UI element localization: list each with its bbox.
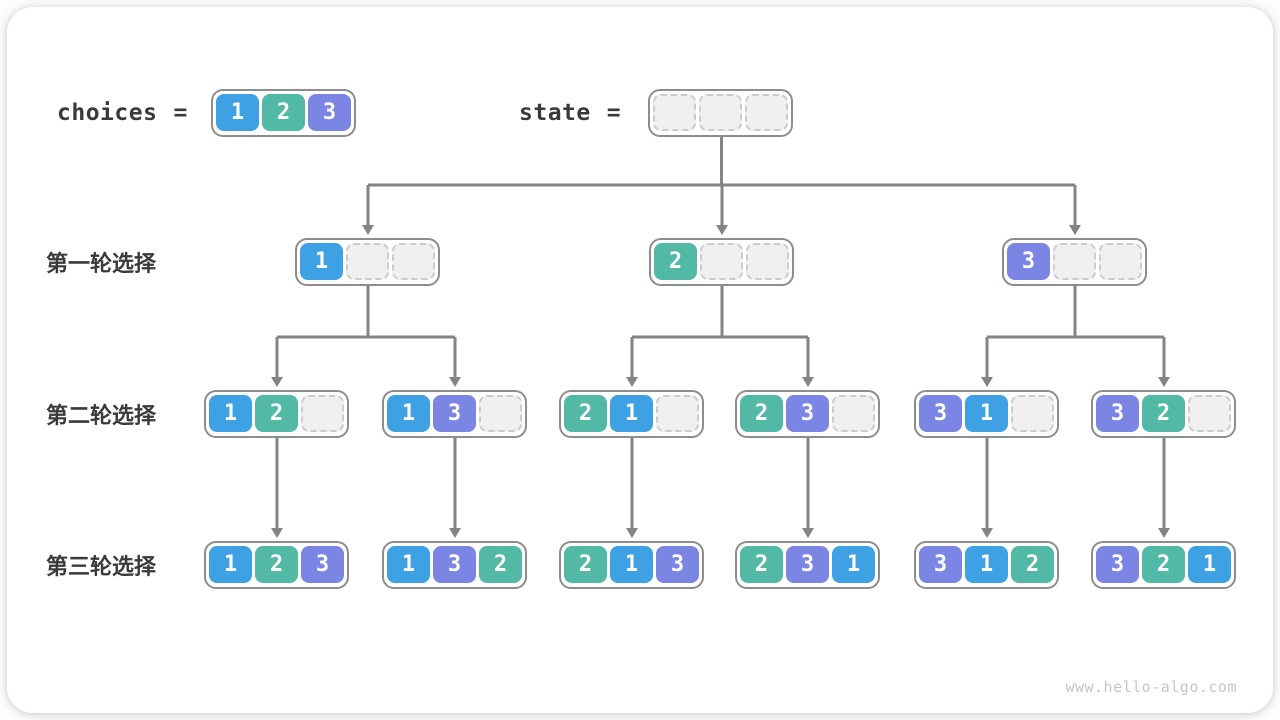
array-cell-2: 2	[479, 546, 522, 583]
array-cell-2: 2	[1011, 546, 1054, 583]
array-cell-empty	[700, 243, 743, 280]
array-cell-1: 1	[216, 94, 259, 131]
array-cell-1: 1	[965, 546, 1008, 583]
state-node-3: 3	[1002, 238, 1147, 286]
array-cell-2: 2	[1142, 546, 1185, 583]
array-cell-empty	[656, 395, 699, 432]
array-cell-empty	[1188, 395, 1231, 432]
array-cell-1: 1	[209, 395, 252, 432]
state-equals-sign: =	[606, 100, 622, 126]
array-cell-empty	[479, 395, 522, 432]
choices-label: choices =	[57, 89, 188, 137]
array-cell-2: 2	[255, 546, 298, 583]
array-cell-empty	[1011, 395, 1054, 432]
array-cell-3: 3	[308, 94, 351, 131]
array-cell-3: 3	[1007, 243, 1050, 280]
array-cell-1: 1	[387, 546, 430, 583]
array-cell-2: 2	[1142, 395, 1185, 432]
array-cell-3: 3	[919, 546, 962, 583]
array-cell-2: 2	[564, 395, 607, 432]
array-cell-2: 2	[262, 94, 305, 131]
array-cell-1: 1	[387, 395, 430, 432]
choices-label-text: choices	[57, 100, 158, 126]
diagram-card	[7, 7, 1273, 713]
state-node-2: 2	[649, 238, 794, 286]
array-cell-3: 3	[301, 546, 344, 583]
array-cell-empty	[746, 243, 789, 280]
round-1-label: 第一轮选择	[46, 251, 157, 276]
state-node-1: 1	[295, 238, 440, 286]
array-cell-1: 1	[1188, 546, 1231, 583]
array-cell-2: 2	[740, 546, 783, 583]
array-cell-1: 1	[965, 395, 1008, 432]
array-cell-1: 1	[610, 546, 653, 583]
array-cell-1: 1	[610, 395, 653, 432]
array-cell-3: 3	[1096, 395, 1139, 432]
array-cell-1: 1	[832, 546, 875, 583]
array-cell-3: 3	[656, 546, 699, 583]
round-2-label: 第二轮选择	[46, 403, 157, 428]
array-cell-1: 1	[300, 243, 343, 280]
choices-equals-sign: =	[173, 100, 188, 126]
array-cell-empty	[745, 94, 788, 131]
array-cell-2: 2	[564, 546, 607, 583]
array-cell-3: 3	[919, 395, 962, 432]
state-label: state =	[519, 89, 621, 137]
state-array	[648, 89, 793, 137]
array-cell-3: 3	[433, 395, 476, 432]
array-cell-empty	[392, 243, 435, 280]
array-cell-empty	[301, 395, 344, 432]
array-cell-3: 3	[1096, 546, 1139, 583]
watermark: www.hello-algo.com	[1065, 678, 1237, 696]
array-cell-empty	[1099, 243, 1142, 280]
state-label-text: state	[519, 100, 591, 126]
array-cell-3: 3	[786, 395, 829, 432]
array-cell-empty	[653, 94, 696, 131]
array-cell-1: 1	[209, 546, 252, 583]
array-cell-2: 2	[255, 395, 298, 432]
array-cell-2: 2	[654, 243, 697, 280]
array-cell-3: 3	[786, 546, 829, 583]
array-cell-empty	[832, 395, 875, 432]
array-cell-empty	[699, 94, 742, 131]
array-cell-2: 2	[740, 395, 783, 432]
round-3-label: 第三轮选择	[46, 554, 157, 579]
array-cell-3: 3	[433, 546, 476, 583]
array-cell-empty	[1053, 243, 1096, 280]
array-cell-empty	[346, 243, 389, 280]
